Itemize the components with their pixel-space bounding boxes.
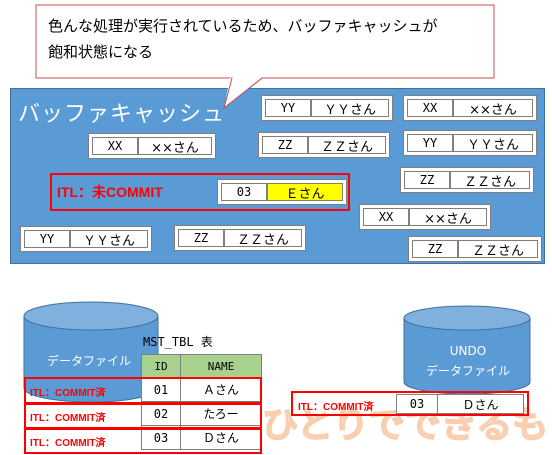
cache-record: YY ＹＹさん <box>20 226 152 252</box>
undo-label-1: UNDO <box>449 344 487 358</box>
record-id: ZZ <box>262 136 308 154</box>
record-name: ＹＹさん <box>453 134 533 153</box>
record-id: YY <box>407 134 453 152</box>
callout-text: 色んな処理が実行されているため、バッファキャッシュが 飽和状態になる <box>48 13 488 65</box>
mst-table: ID NAME 01 Ａさん 02 たろー 03 Ｄさん <box>141 354 262 450</box>
itl-committed-label: ITL：COMMIT済 <box>30 388 106 399</box>
cache-record: ZZ ＺＺさん <box>408 236 542 262</box>
callout-line-2: 飽和状態になる <box>48 43 154 61</box>
cache-record-uncommitted: 03 Ｅさん <box>217 179 347 205</box>
column-header-name: NAME <box>180 354 262 378</box>
cache-record: ZZ ＺＺさん <box>400 167 534 193</box>
watermark-logo-icon: ひとりでできるもん <box>261 404 548 447</box>
record-id: ZZ <box>178 229 224 247</box>
cell-id: 01 <box>141 377 181 402</box>
table-row: 01 Ａさん <box>141 377 262 402</box>
cell-name: たろー <box>180 401 262 426</box>
itl-uncommitted-frame <box>50 173 350 211</box>
record-id: ZZ <box>412 240 458 258</box>
record-id: ZZ <box>404 171 450 189</box>
datafile-label: データファイル <box>46 354 131 368</box>
record-name: ＺＺさん <box>308 136 386 155</box>
undo-record-id: 03 <box>397 395 438 413</box>
cache-record: ZZ ＺＺさん <box>258 132 390 158</box>
record-name: ＺＺさん <box>450 171 530 190</box>
cell-id: 02 <box>141 401 181 426</box>
record-name: ××さん <box>138 137 212 156</box>
record-id: YY <box>24 230 70 248</box>
watermark-text: ひとりでできるもん <box>262 405 548 446</box>
record-id: 03 <box>221 183 267 201</box>
undo-record: 03 Ｄさん <box>396 394 524 414</box>
record-name-highlighted: Ｅさん <box>267 183 343 202</box>
table-header-row: ID NAME <box>141 354 262 378</box>
cache-record: YY ＹＹさん <box>403 130 537 156</box>
callout-line-1: 色んな処理が実行されているため、バッファキャッシュが <box>48 17 438 35</box>
itl-committed-label: ITL：COMMIT済 <box>30 438 106 449</box>
record-id: XX <box>92 137 138 155</box>
buffer-cache-title: バッファキャッシュ <box>18 102 226 127</box>
undo-label-2: データファイル <box>425 364 510 378</box>
cell-name: Ａさん <box>180 377 262 402</box>
table-row: 02 たろー <box>141 401 262 426</box>
record-name: ××さん <box>453 99 533 118</box>
record-id: YY <box>265 99 311 117</box>
record-name: ××さん <box>409 208 487 227</box>
cache-record: XX ××さん <box>403 95 537 121</box>
cache-record: ZZ ＺＺさん <box>174 225 306 251</box>
itl-uncommitted-label: ITL：未COMMIT <box>57 184 163 200</box>
cache-record: YY ＹＹさん <box>261 95 393 121</box>
record-id: XX <box>363 208 409 226</box>
undo-itl-label: ITL：COMMIT済 <box>298 402 374 413</box>
record-name: ＺＺさん <box>458 240 538 259</box>
itl-committed-label: ITL：COMMIT済 <box>30 413 106 424</box>
record-name: ＹＹさん <box>70 230 148 249</box>
undo-itl-frame <box>291 391 529 416</box>
record-name: ＹＹさん <box>311 99 389 118</box>
undo-record-name: Ｄさん <box>462 397 499 412</box>
itl-committed-frame <box>24 428 262 454</box>
column-header-id: ID <box>141 354 181 378</box>
undo-cylinder-icon <box>403 305 531 395</box>
table-title: MST_TBL 表 <box>143 335 213 349</box>
record-id: XX <box>407 99 453 117</box>
record-name: ＺＺさん <box>224 229 302 248</box>
cache-record: XX ××さん <box>88 133 216 159</box>
cache-record: XX ××さん <box>359 204 491 230</box>
